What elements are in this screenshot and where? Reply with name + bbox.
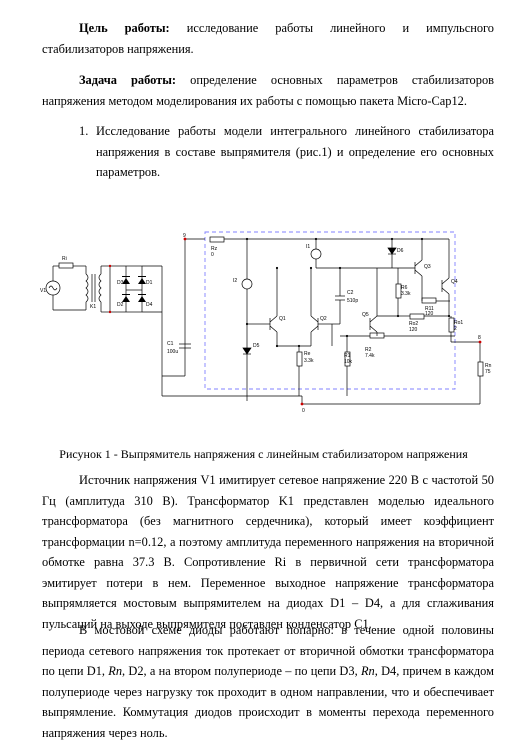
label-re: Re [304, 351, 311, 357]
label-rn: Rn [485, 363, 492, 369]
task-text: определение основных параметров стабилиз… [42, 73, 494, 108]
label-q1: Q1 [279, 316, 286, 322]
task-paragraph: Задача работы: определение основных пара… [42, 70, 494, 111]
label-d5: D5 [253, 343, 260, 349]
label-i2: I2 [233, 278, 237, 284]
label-ro2: Ro2 [409, 321, 418, 327]
label-q2: Q2 [320, 316, 327, 322]
paragraph-2-part-3: , D4, причем в каждом полупериоде через … [42, 664, 494, 740]
paragraph-1: Источник напряжения V1 имитирует сетевое… [42, 473, 494, 631]
goal-label: Цель работы: [79, 21, 170, 35]
label-ro1-value: 2 [454, 326, 457, 332]
list-item-number: 1. [79, 124, 89, 138]
label-ro2-value: 120 [409, 327, 418, 333]
goal-text: исследование работы линейного и импульсн… [42, 21, 494, 56]
label-r2: R2 [365, 347, 372, 353]
label-d1: D1 [146, 280, 153, 286]
goal-paragraph: Цель работы: исследование работы линейно… [42, 18, 494, 59]
label-rn-value: 75 [485, 369, 491, 375]
label-r6: R6 [401, 285, 408, 291]
task-label: Задача работы: [79, 73, 177, 87]
list-item-text: Исследование работы модели интегрального… [96, 124, 494, 179]
paragraph-2: В мостовой схеме диоды работают попарно:… [42, 620, 494, 743]
label-r1-value: 10k [344, 359, 353, 365]
label-ri: Ri [62, 256, 67, 262]
label-d6: D6 [397, 248, 404, 254]
label-re-value: 3.3k [304, 358, 314, 364]
label-q3: Q3 [424, 264, 431, 270]
label-q4: Q4 [451, 279, 458, 285]
paragraph-2-part-2: , D2, а на втором полупериоде – по цепи … [122, 664, 361, 678]
label-rz: Rz [211, 246, 218, 252]
label-q5: Q5 [362, 312, 369, 318]
label-d3: D3 [117, 280, 124, 286]
label-v1: V1 [40, 288, 46, 294]
label-c1-value: 100u [167, 349, 178, 355]
label-node-9: 9 [183, 233, 186, 239]
paragraph-2-rn-1: Rn [108, 664, 123, 678]
label-rz-value: 0 [211, 252, 214, 258]
label-node-8: 8 [478, 335, 481, 341]
label-c2: C2 [347, 290, 354, 296]
figure-caption: Рисунок 1 - Выпрямитель напряжения с лин… [59, 447, 468, 461]
label-node-0: 0 [302, 408, 305, 414]
label-r6-value: 3.3k [401, 291, 411, 297]
label-k1: K1 [90, 304, 96, 310]
label-r11-value: 120 [425, 311, 434, 317]
label-r11: R11 [425, 306, 434, 312]
paragraph-2-part-1: В мостовой схеме диоды работают попарно:… [42, 623, 494, 678]
label-i1: I1 [306, 244, 310, 250]
label-c2-value: 510p [347, 298, 358, 304]
paragraph-2-rn-2: Rn [360, 664, 375, 678]
label-r2-value: 7.4k [365, 353, 375, 359]
label-ro1: Ro1 [454, 320, 463, 326]
label-d2: D2 [117, 302, 124, 308]
label-c1: C1 [167, 341, 174, 347]
label-d4: D4 [146, 302, 153, 308]
label-r1: R1 [344, 353, 351, 359]
circuit-schematic: Ri V1 K1 D3 D2 D1 D4 C1 100u 9 8 0 Rz 0 … [40, 231, 492, 414]
